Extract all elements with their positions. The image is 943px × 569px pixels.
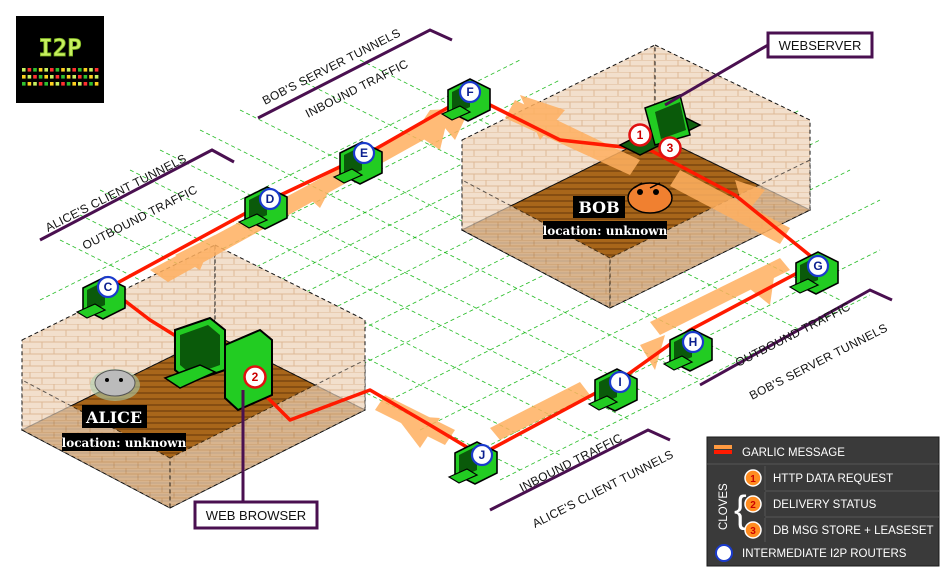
legend-clove-3: 3 DB MSG STORE + LEASESET xyxy=(744,518,934,542)
outbound-traffic-left-label: OUTBOUND TRAFFIC xyxy=(80,182,200,252)
web-browser-callout: WEB BROWSER xyxy=(193,390,319,530)
legend-clove-text: HTTP DATA REQUEST xyxy=(773,473,893,485)
router-e: E xyxy=(332,141,383,185)
router-marker xyxy=(470,443,494,467)
bob-name: BOB xyxy=(578,198,619,217)
bob-room xyxy=(460,44,812,309)
router-i: I xyxy=(587,368,638,412)
bob-name-tag: BOB xyxy=(573,196,625,218)
web-browser-label: WEB BROWSER xyxy=(206,508,306,523)
router-marker xyxy=(806,254,830,278)
bob-location: location: unknown xyxy=(543,224,668,238)
router-nodes: C D E F G H I J xyxy=(75,78,839,485)
legend-router-icon xyxy=(715,544,733,562)
router-g: G xyxy=(788,251,839,295)
router-marker xyxy=(258,187,282,211)
webserver-label: WEBSERVER xyxy=(779,38,862,53)
legend-clove-number: 1 xyxy=(750,474,756,485)
clove-marker-label: 3 xyxy=(667,141,674,155)
bob-location-tag: location: unknown xyxy=(543,221,668,239)
router-label: C xyxy=(104,280,113,294)
alice-avatar xyxy=(90,369,140,401)
router-label: I xyxy=(618,375,621,389)
i2p-logo: I2P xyxy=(16,16,104,103)
legend-clove-text: DELIVERY STATUS xyxy=(773,499,877,511)
router-label: H xyxy=(689,335,698,349)
legend-clove-text: DB MSG STORE + LEASESET xyxy=(773,525,934,537)
router-marker xyxy=(96,275,120,299)
router-label: G xyxy=(813,259,822,273)
clove-marker-3: 3 xyxy=(658,136,682,160)
alice-location: location: unknown xyxy=(62,436,187,450)
legend-clove-2: 2 DELIVERY STATUS xyxy=(744,492,939,518)
clove-markers: 1 3 2 xyxy=(243,123,682,389)
traffic-arrows xyxy=(150,95,790,448)
router-j: J xyxy=(447,441,498,485)
legend-cloves-label: CLOVES xyxy=(718,483,730,530)
router-label: F xyxy=(466,85,473,99)
router-marker xyxy=(681,330,705,354)
alice-name: ALICE xyxy=(85,408,142,427)
router-label: E xyxy=(360,146,368,160)
alice-client-tunnels-bottom-label: ALICE'S CLIENT TUNNELS xyxy=(530,447,676,531)
router-marker xyxy=(352,141,376,165)
router-label: J xyxy=(479,448,486,462)
clove-marker-label: 2 xyxy=(252,370,259,384)
router-marker xyxy=(458,80,482,104)
webserver-callout: WEBSERVER xyxy=(664,31,874,107)
router-d: D xyxy=(237,186,288,230)
alice-name-tag: ALICE xyxy=(82,405,147,428)
alice-location-tag: location: unknown xyxy=(62,433,187,451)
legend: GARLIC MESSAGE CLOVES { 1 HTTP DATA REQUE… xyxy=(706,436,940,567)
router-label: D xyxy=(266,192,275,206)
legend-garlic-message: GARLIC MESSAGE xyxy=(742,447,845,459)
legend-clove-1: 1 HTTP DATA REQUEST xyxy=(744,466,939,492)
bob-avatar xyxy=(627,182,673,214)
legend-intermediate-routers: INTERMEDIATE I2P ROUTERS xyxy=(742,548,907,560)
alice-room xyxy=(20,244,367,509)
legend-clove-number: 2 xyxy=(750,500,756,511)
router-c: C xyxy=(75,275,126,320)
svg-text:{: { xyxy=(734,489,747,531)
router-marker xyxy=(608,370,632,394)
router-f: F xyxy=(440,78,491,122)
logo-text: I2P xyxy=(38,34,81,62)
router-h: H xyxy=(662,328,713,372)
legend-clove-number: 3 xyxy=(750,526,756,537)
tunnel-labels xyxy=(39,28,893,512)
clove-marker-2: 2 xyxy=(243,365,267,389)
bob-server-tunnels-right-label: BOB'S SERVER TUNNELS xyxy=(747,321,890,403)
clove-marker-label: 1 xyxy=(637,128,644,142)
clove-marker-1: 1 xyxy=(628,123,652,147)
